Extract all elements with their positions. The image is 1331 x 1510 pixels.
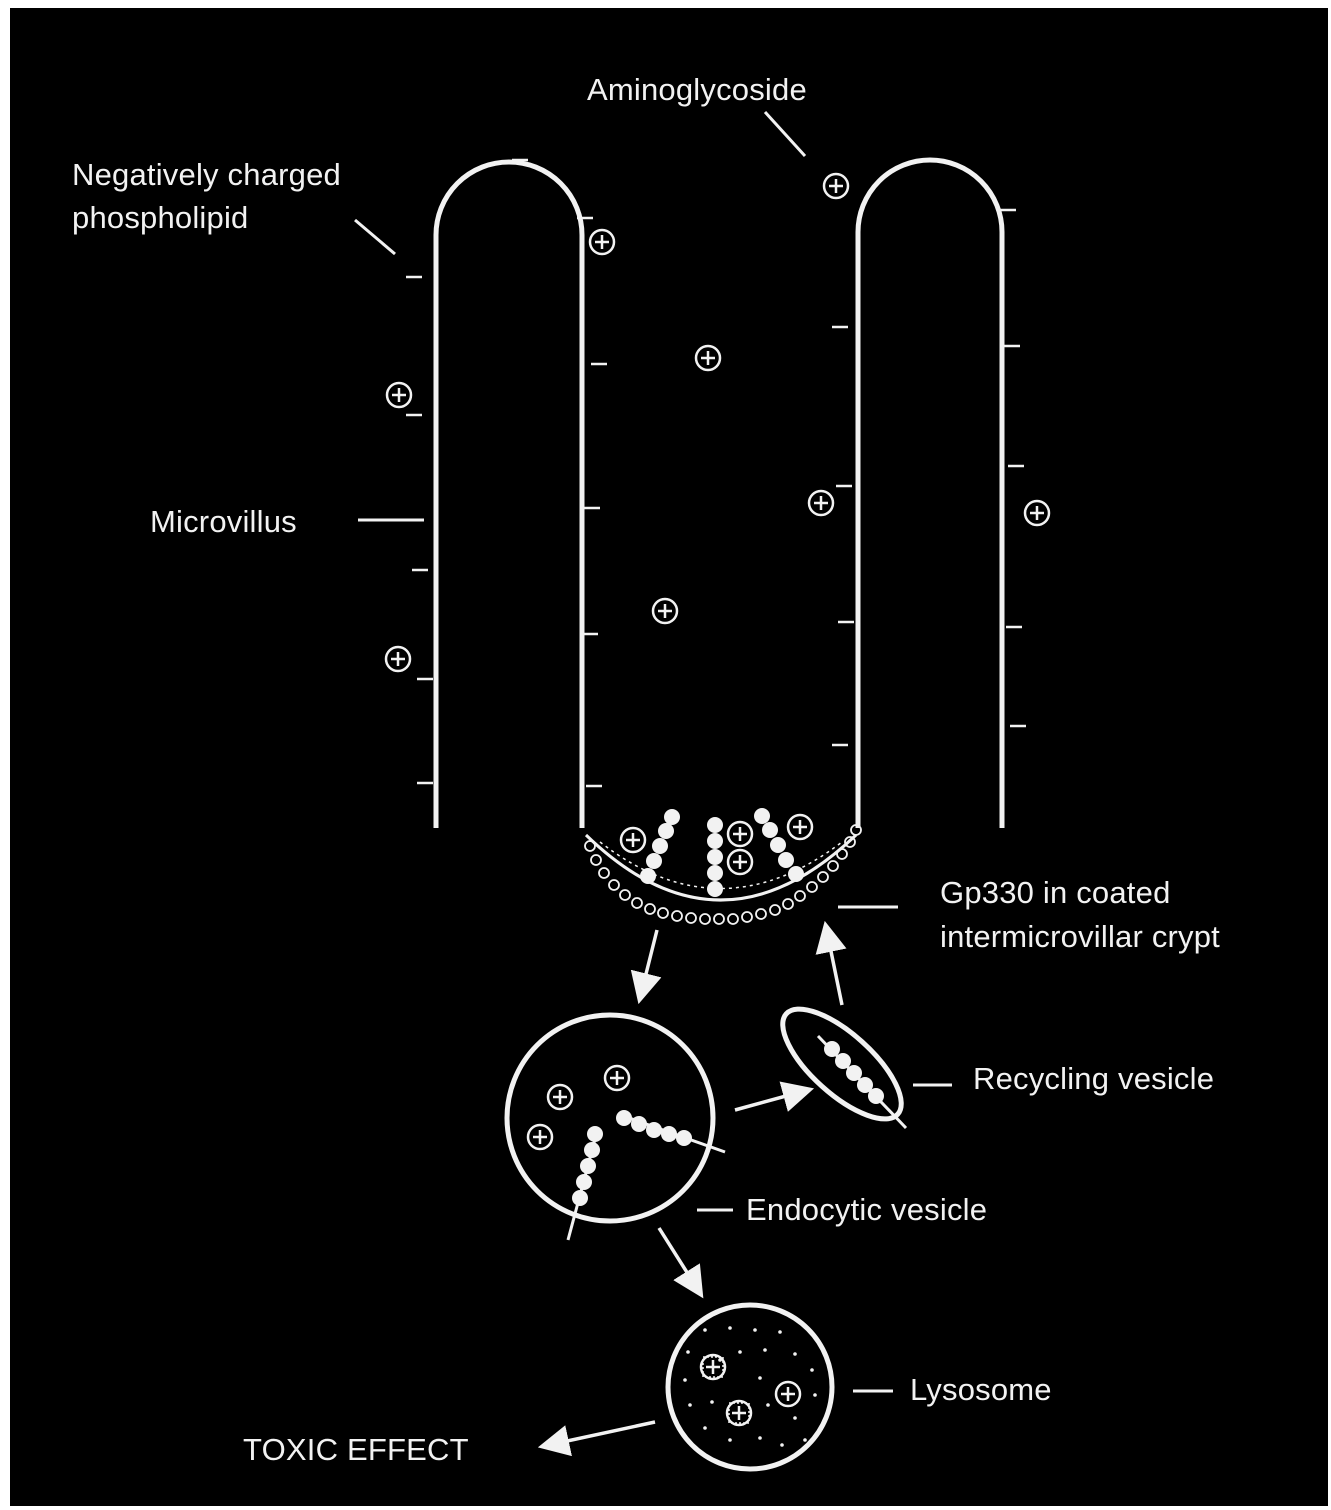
recycling-vesicle <box>766 992 918 1137</box>
aminoglycoside-molecules <box>386 174 1049 671</box>
label-lysosome: Lysosome <box>910 1370 1052 1410</box>
label-phospholipid: phospholipid <box>72 198 249 238</box>
label-intermicrovillar-crypt: intermicrovillar crypt <box>940 917 1220 957</box>
left-microvillus-membrane <box>436 162 582 828</box>
label-endocytic-vesicle: Endocytic vesicle <box>746 1190 987 1230</box>
label-negatively-charged: Negatively charged <box>72 155 341 195</box>
label-toxic-effect: TOXIC EFFECT <box>243 1430 469 1470</box>
label-recycling-vesicle: Recycling vesicle <box>973 1059 1214 1099</box>
coated-intermicrovillar-crypt <box>585 808 861 924</box>
label-aminoglycoside: Aminoglycoside <box>587 70 807 110</box>
negative-charges <box>406 160 1026 786</box>
label-gp330: Gp330 in coated <box>940 873 1171 913</box>
label-microvillus: Microvillus <box>150 502 297 542</box>
endocytic-vesicle <box>507 1015 725 1240</box>
right-microvillus-membrane <box>858 160 1002 828</box>
lysosome <box>668 1305 832 1469</box>
